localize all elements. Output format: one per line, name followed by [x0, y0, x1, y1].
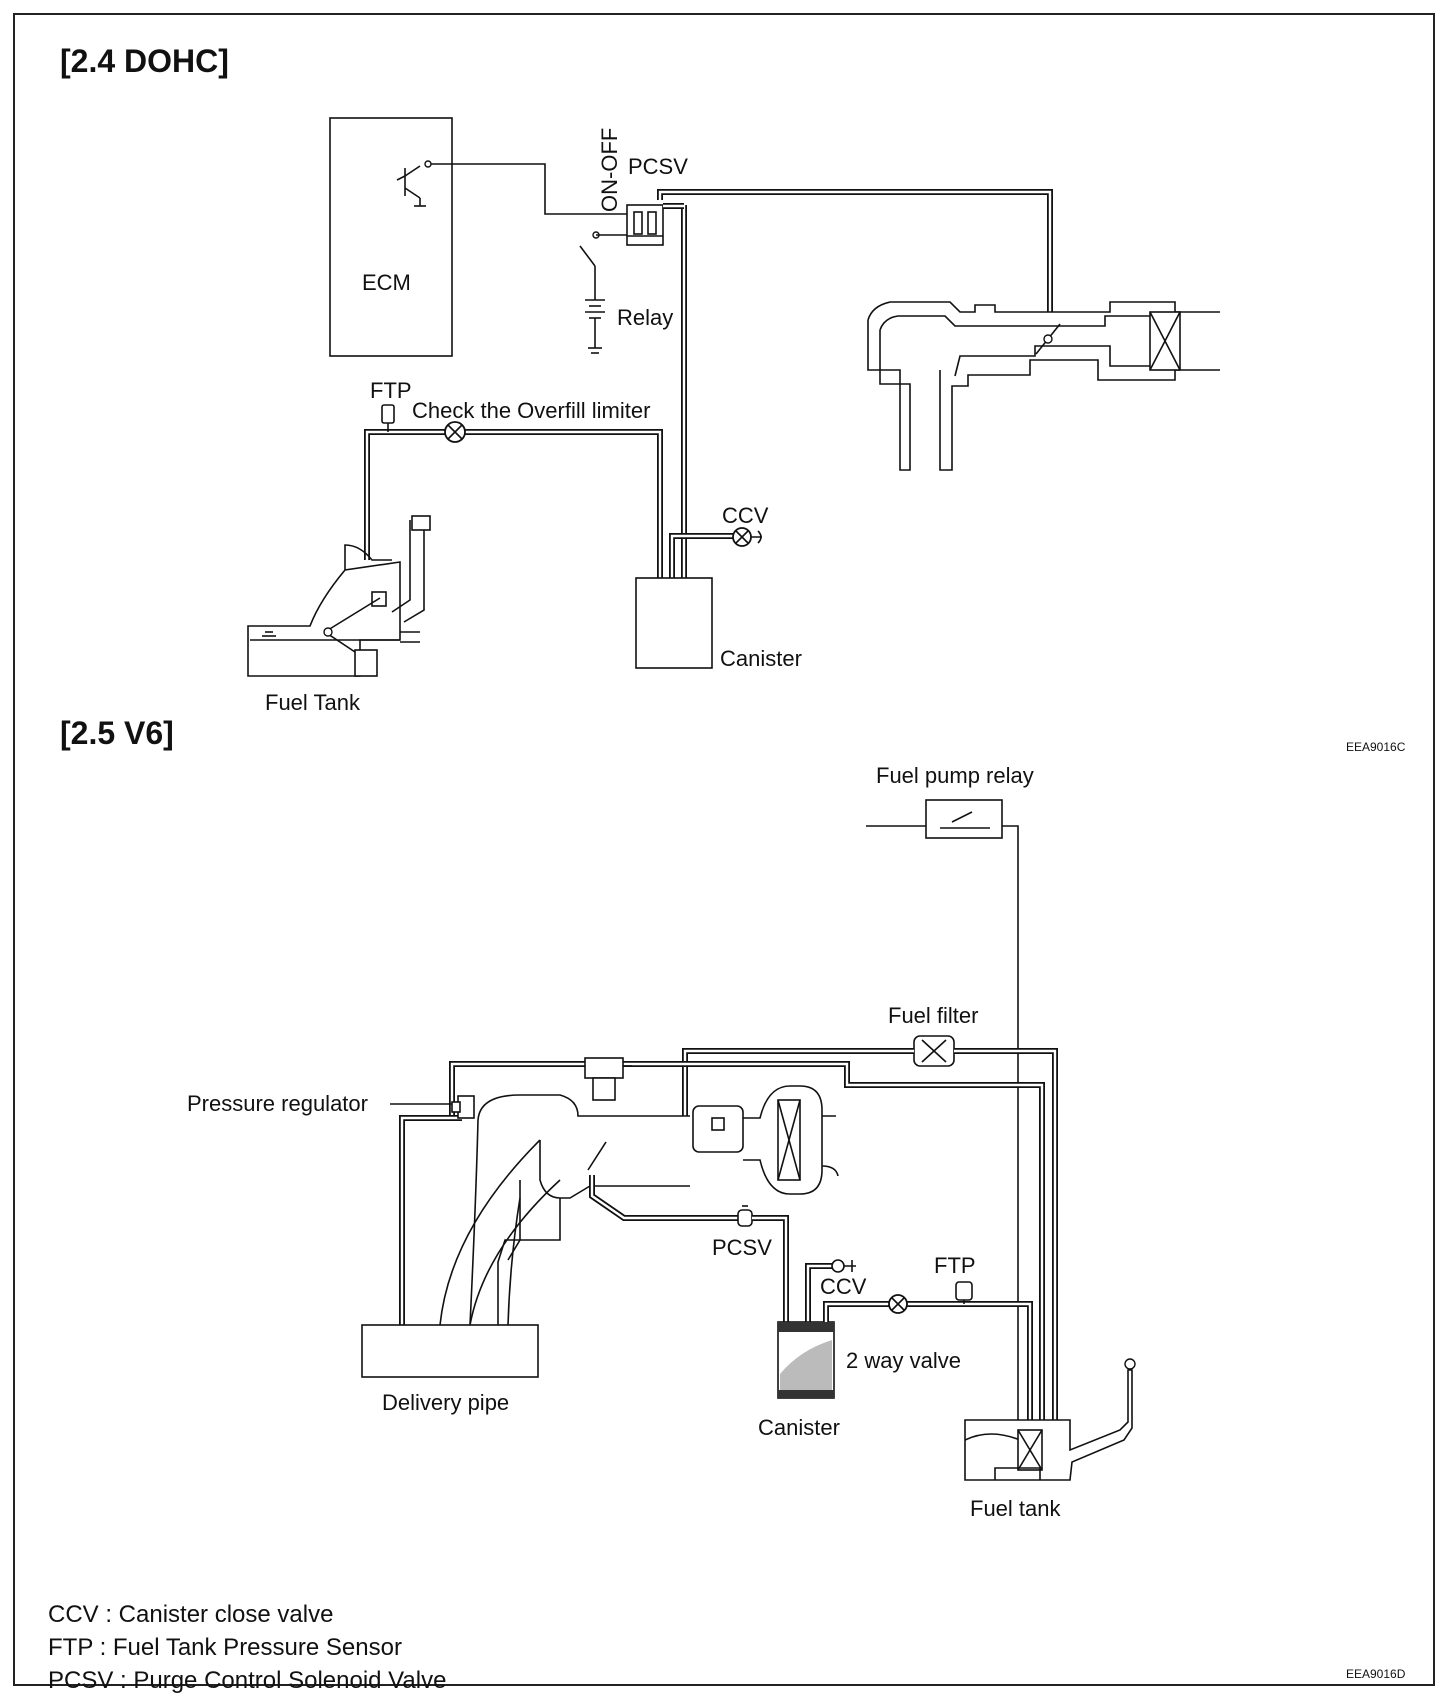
relay-label: Relay: [617, 305, 673, 330]
delivery-pipe: [361, 1324, 539, 1378]
two-way-valve: [888, 1294, 908, 1314]
ccv-label-dohc: CCV: [722, 503, 769, 528]
ftp-sensor-dohc: [381, 404, 395, 424]
overfill-label: Check the Overfill limiter: [412, 398, 650, 423]
pressure-regulator-label: Pressure regulator: [187, 1091, 368, 1116]
fuel-filter: [913, 1035, 955, 1067]
fuel-tank-label-v6: Fuel tank: [970, 1496, 1061, 1521]
canister-label-dohc: Canister: [720, 646, 802, 671]
section-title-v6: [2.5 V6]: [60, 715, 174, 751]
vapor-line-dohc: [364, 429, 663, 578]
on-off-label: ON-OFF: [597, 128, 622, 212]
delivery-pipe-label: Delivery pipe: [382, 1390, 509, 1415]
section-title-dohc: [2.4 DOHC]: [60, 43, 229, 79]
pcsv-valve-dohc: [626, 204, 664, 246]
two-way-valve-label: 2 way valve: [846, 1348, 961, 1373]
fuel-pump-relay-label: Fuel pump relay: [876, 763, 1034, 788]
fuel-tank-dohc: [247, 515, 431, 677]
overfill-limiter-valve: [444, 421, 466, 443]
legend-item-ftp: FTP : Fuel Tank Pressure Sensor: [48, 1634, 402, 1661]
legend-item-ccv: CCV : Canister close valve: [48, 1601, 334, 1628]
ftp-label-dohc: FTP: [370, 378, 412, 403]
ecm-pcsv-wire: [431, 163, 630, 215]
canister-label-v6: Canister: [758, 1415, 840, 1440]
purge-line-dohc: [657, 189, 1053, 312]
canister-dohc: [635, 577, 713, 669]
fuel-tank-label-dohc: Fuel Tank: [265, 690, 361, 715]
figure-code-v6: EEA9016D: [1346, 1667, 1406, 1681]
diagram-frame: [13, 13, 1435, 1686]
figure-code-dohc: EEA9016C: [1346, 740, 1406, 754]
ccv-valve-v6: [831, 1259, 856, 1273]
fuel-pump-relay: [866, 799, 1019, 1420]
ccv-label-v6: CCV: [820, 1274, 867, 1299]
ecm-unit: ECM: [329, 117, 453, 357]
ecm-label: ECM: [362, 270, 411, 295]
pcsv-valve-v6: [737, 1205, 753, 1227]
intake-manifold-dohc: [867, 301, 1220, 471]
canister-v6: [777, 1321, 835, 1399]
ftp-label-v6: FTP: [934, 1253, 976, 1278]
pcsv-label-dohc: PCSV: [628, 154, 688, 179]
fuel-filter-label: Fuel filter: [888, 1003, 978, 1028]
abbreviation-legend: CCV : Canister close valve FTP : Fuel Ta…: [48, 1598, 446, 1697]
intake-manifold-v6: [439, 1057, 839, 1326]
delivery-pipe-line: [399, 1115, 462, 1325]
pressure-regulator: [451, 1095, 475, 1119]
pcsv-label-v6: PCSV: [712, 1235, 772, 1260]
ftp-sensor-v6: [955, 1281, 973, 1304]
ccv-valve-dohc: [732, 527, 762, 547]
pcsv-canister-line-v6: [752, 1215, 789, 1322]
relay-switch: [579, 231, 627, 354]
fuel-tank-v6: [964, 1358, 1136, 1481]
legend-item-pcsv: PCSV : Purge Control Solenoid Valve: [48, 1667, 447, 1694]
